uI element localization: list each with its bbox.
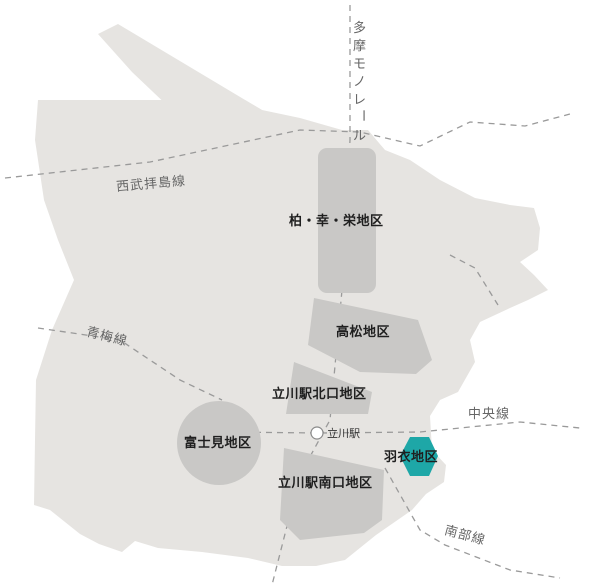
svg-text:多: 多 — [353, 20, 367, 36]
district-label-takamatsu: 高松地区 — [336, 324, 390, 340]
svg-text:ル: ル — [353, 129, 367, 144]
svg-text:モ: モ — [353, 57, 367, 72]
railway-label-chuo: 中央線 — [468, 406, 510, 422]
railway-label-seibu-haijima: 西武拝島線 — [116, 173, 187, 195]
railway-label-nambu: 南部線 — [443, 522, 488, 548]
district-south-exit-area[interactable] — [280, 448, 384, 540]
district-fujimi-area[interactable] — [177, 401, 261, 485]
railway-chuo — [221, 421, 581, 434]
svg-text:ノ: ノ — [353, 75, 367, 90]
railway-east-branch — [449, 254, 499, 306]
district-label-north-exit: 立川駅北口地区 — [272, 386, 367, 402]
svg-text:ー: ー — [355, 109, 370, 123]
district-hagoromo-area[interactable] — [400, 437, 438, 476]
railway-label-tama-monorail: 多 摩 モ ノ レ ー ル — [353, 20, 370, 144]
city-area-north-spike — [98, 24, 262, 122]
railway-nambu — [384, 467, 561, 579]
svg-text:摩: 摩 — [353, 38, 367, 54]
railway-seibu-haijima — [4, 113, 571, 179]
district-label-hagoromo: 羽衣地区 — [384, 449, 438, 465]
district-kashiwa-area[interactable] — [318, 148, 376, 293]
station-marker[interactable] — [310, 426, 324, 440]
svg-text:レ: レ — [353, 93, 367, 108]
district-takamatsu-area[interactable] — [308, 298, 432, 374]
district-label-fujimi: 富士見地区 — [184, 435, 252, 451]
railway-ome — [37, 327, 223, 401]
station-label: 立川駅 — [327, 426, 360, 440]
district-north-exit-area[interactable] — [286, 362, 372, 414]
district-label-kashiwa: 柏・幸・栄地区 — [289, 213, 384, 229]
district-label-south-exit: 立川駅南口地区 — [278, 475, 373, 491]
